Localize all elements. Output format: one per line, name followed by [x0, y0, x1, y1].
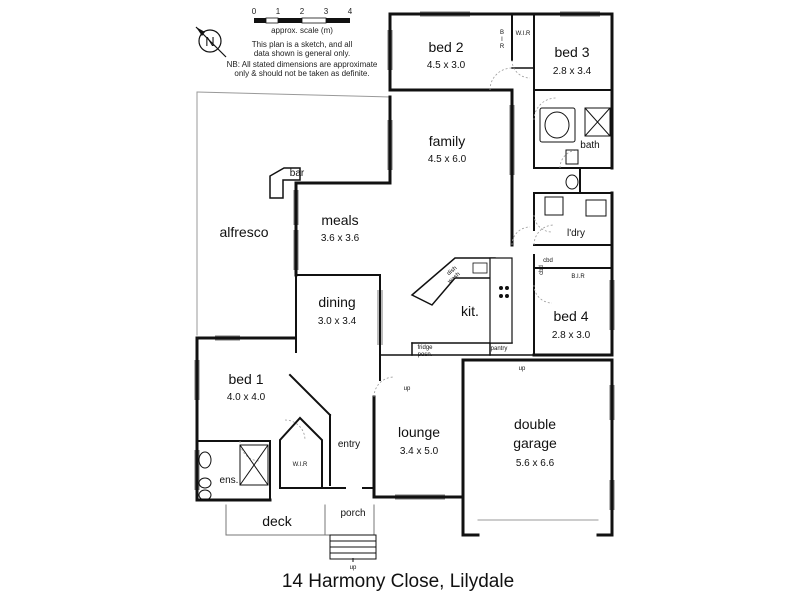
cbd-label-1: cbd — [543, 258, 553, 264]
plan-caption: 14 Harmony Close, Lilydale — [282, 571, 514, 592]
room-kit-name: kit. — [461, 303, 479, 319]
ensuite-fittings — [198, 444, 269, 501]
pantry-label: pantry — [491, 346, 508, 352]
room-bed2-dims: 4.5 x 3.0 — [427, 60, 466, 71]
room-porch-name: porch — [340, 508, 365, 519]
room-family-dims: 4.5 x 6.0 — [428, 154, 467, 165]
room-lounge-name: lounge — [398, 424, 440, 440]
scale-title: approx. scale (m) — [271, 26, 333, 35]
room-bed3-name: bed 3 — [554, 44, 589, 60]
dishwash-label-1: dish — [446, 265, 458, 277]
fridge-label-2: posn. — [418, 352, 433, 358]
scale-tick-2: 2 — [300, 7, 305, 16]
room-garage-name: double — [514, 416, 556, 432]
scale-tick-1: 1 — [276, 7, 281, 16]
room-ldry-name: l'dry — [567, 228, 585, 239]
scale-note-2: data shown is general only. — [254, 49, 350, 58]
room-meals-dims: 3.6 x 3.6 — [321, 233, 360, 244]
scale-note-4: only & should not be taken as definite. — [234, 69, 369, 78]
scale-tick-0: 0 — [252, 7, 257, 16]
scale-tick-4: 4 — [348, 7, 353, 16]
room-bed2-name: bed 2 — [428, 39, 463, 55]
room-lounge-dims: 3.4 x 5.0 — [400, 446, 439, 457]
kitchen-fittings — [410, 257, 513, 344]
porch-steps — [329, 534, 377, 562]
up-label-porch: up — [350, 565, 357, 571]
room-alfresco-name: alfresco — [219, 224, 268, 240]
bir-bed4-label: B.I.R — [571, 274, 585, 280]
room-dining-dims: 3.0 x 3.4 — [318, 316, 357, 327]
compass-letter: N — [205, 34, 214, 49]
bath-fittings — [539, 107, 611, 217]
scale-bar: 0 1 2 3 4 approx. scale (m) This plan is… — [227, 7, 378, 78]
room-bed4-dims: 2.8 x 3.0 — [552, 330, 591, 341]
room-garage-name-2: garage — [513, 435, 557, 451]
scale-note-3: NB: All stated dimensions are approximat… — [227, 60, 378, 69]
fridge-label-1: fridge — [417, 345, 433, 351]
room-deck-name: deck — [262, 513, 293, 529]
room-bed4-name: bed 4 — [553, 308, 588, 324]
bar-counter — [269, 167, 301, 199]
bir-top-label-1: B — [500, 30, 504, 36]
doors — [239, 59, 579, 462]
room-entry-name: entry — [338, 439, 360, 450]
cbd-label-2: cbd — [539, 265, 545, 275]
scale-note-1: This plan is a sketch, and all — [252, 40, 353, 49]
bir-top-label-3: R — [500, 44, 505, 50]
scale-tick-3: 3 — [324, 7, 329, 16]
room-bed3-dims: 2.8 x 3.4 — [553, 66, 592, 77]
wir-bed1-label: W.I.R — [293, 462, 308, 468]
wir-top-label: W.I.R — [516, 31, 531, 37]
room-bath-name: bath — [580, 140, 599, 151]
room-bed1-name: bed 1 — [228, 371, 263, 387]
walls — [195, 12, 614, 537]
bar-label: bar — [290, 168, 305, 179]
room-family-name: family — [429, 133, 466, 149]
room-garage-dims: 5.6 x 6.6 — [516, 458, 555, 469]
room-ens-name: ens. — [220, 475, 239, 486]
up-label-garage: up — [519, 366, 526, 372]
room-meals-name: meals — [321, 212, 358, 228]
compass-icon: N — [195, 26, 227, 58]
room-dining-name: dining — [318, 294, 355, 310]
bir-top-label-2: I — [501, 37, 503, 43]
room-bed1-dims: 4.0 x 4.0 — [227, 392, 266, 403]
up-label-lounge: up — [404, 386, 411, 392]
